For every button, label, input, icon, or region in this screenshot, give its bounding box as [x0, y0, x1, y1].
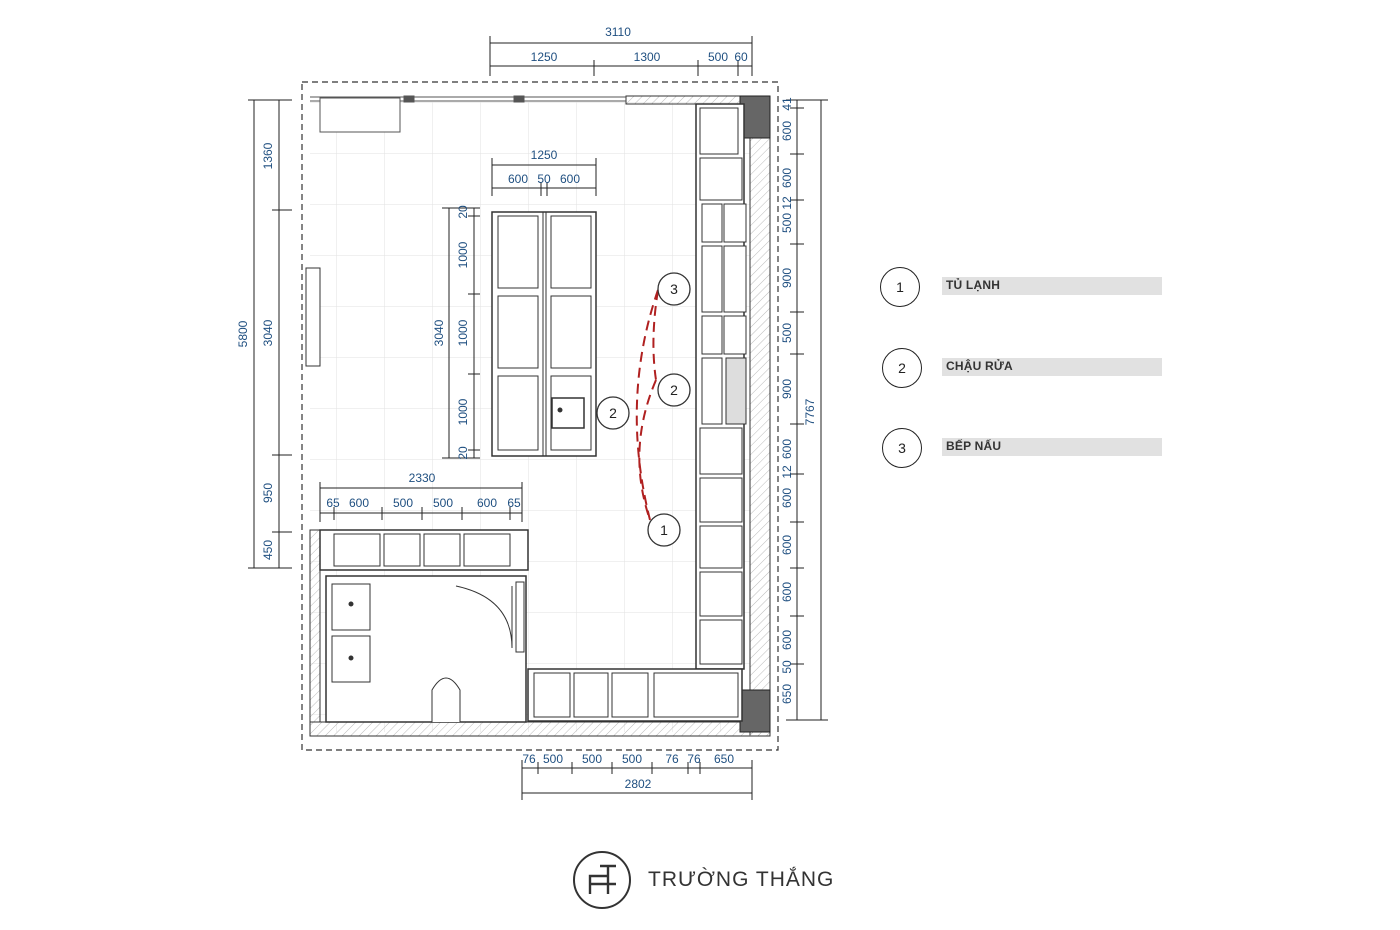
dim-island-total: 1250 [531, 148, 558, 162]
dim-bottom-seg: 500 [543, 752, 563, 766]
dim-counter-seg: 500 [393, 496, 413, 510]
dim-right-seg: 41 [780, 97, 794, 111]
dim-right-seg: 600 [780, 535, 794, 555]
legend-bar [942, 358, 1162, 376]
dim-right-seg: 600 [780, 121, 794, 141]
plan-marker-number: 1 [660, 522, 668, 538]
dim-right-seg: 900 [780, 379, 794, 399]
legend-item: 3 BẾP NẤU [882, 428, 1182, 468]
dim-right-seg: 500 [780, 323, 794, 343]
dim-bottom-seg: 76 [522, 752, 536, 766]
dim-bottom-seg: 76 [687, 752, 701, 766]
dim-right-seg: 650 [780, 684, 794, 704]
dim-top-seg: 1300 [634, 50, 661, 64]
plan-marker: 3 [657, 272, 691, 306]
right-counter-cabinets [695, 103, 747, 670]
dim-left-seg: 3040 [261, 319, 275, 346]
dim-left-seg: 450 [261, 540, 275, 560]
dim-counter-seg: 65 [326, 496, 340, 510]
dim-right-total: 7767 [803, 398, 817, 425]
legend-label: TỦ LẠNH [946, 278, 1001, 292]
legend-number: 2 [882, 348, 922, 388]
dim-island-height-seg: 1000 [456, 241, 470, 268]
dim-right-seg: 50 [780, 660, 794, 674]
top-window [310, 95, 626, 133]
walls [309, 95, 771, 737]
dim-bottom-total: 2802 [625, 777, 652, 791]
dimension-lines [248, 36, 828, 800]
dim-island-height-seg: 20 [456, 446, 470, 460]
brand-name: TRƯỜNG THẮNG [648, 868, 835, 891]
work-triangle [635, 289, 659, 521]
legend-bar [942, 277, 1162, 295]
left-counter-cabinets [319, 529, 529, 571]
left-wall-fixture [305, 267, 321, 367]
dim-right-seg: 600 [780, 488, 794, 508]
dim-counter-seg: 65 [507, 496, 521, 510]
bathroom [325, 575, 527, 723]
brand: TRƯỜNG THẮNG [572, 850, 852, 912]
dim-island-height-seg: 1000 [456, 398, 470, 425]
dim-top-total: 3110 [605, 25, 631, 39]
dim-top-seg: 1250 [531, 50, 558, 64]
dim-bottom-seg: 500 [622, 752, 642, 766]
dim-island-seg: 600 [508, 172, 528, 186]
dim-bottom-seg: 76 [665, 752, 679, 766]
dim-counter-seg: 600 [477, 496, 497, 510]
dim-right-seg: 600 [780, 630, 794, 650]
dim-island-seg: 50 [537, 172, 551, 186]
kitchen-island [491, 211, 597, 457]
dim-right-seg: 500 [780, 213, 794, 233]
plan-marker-number: 2 [609, 405, 617, 421]
dim-counter-total: 2330 [409, 471, 436, 485]
dim-right-seg: 600 [780, 582, 794, 602]
plan-marker: 2 [596, 396, 630, 430]
legend-label: CHẬU RỬA [946, 359, 1013, 373]
dim-left-seg: 950 [261, 483, 275, 503]
plan-marker-number: 3 [670, 281, 678, 297]
dim-right-seg: 12 [780, 196, 794, 210]
brand-logo-icon [573, 851, 631, 909]
dim-top-seg: 500 [708, 50, 728, 64]
plan-marker: 1 [647, 513, 681, 547]
legend-label: BẾP NẤU [946, 439, 1002, 453]
column-bottom-right [739, 689, 771, 733]
dim-counter-seg: 500 [433, 496, 453, 510]
legend-number: 3 [882, 428, 922, 468]
dim-counter-seg: 600 [349, 496, 369, 510]
outer-boundary [301, 81, 779, 751]
bottom-counter-cabinets [527, 668, 743, 722]
dim-bottom-seg: 500 [582, 752, 602, 766]
dim-island-height-total: 3040 [432, 319, 446, 346]
dim-left-total: 5800 [236, 320, 250, 347]
legend-bar [942, 438, 1162, 456]
dim-top-seg: 60 [734, 50, 748, 64]
dim-right-seg: 600 [780, 168, 794, 188]
legend-item: 1 TỦ LẠNH [880, 267, 1180, 307]
dim-island-seg: 600 [560, 172, 580, 186]
plan-marker: 2 [657, 373, 691, 407]
plan-marker-number: 2 [670, 382, 678, 398]
legend-number: 1 [880, 267, 920, 307]
dim-bottom-seg: 650 [714, 752, 734, 766]
dim-right-seg: 900 [780, 268, 794, 288]
dim-right-seg: 600 [780, 439, 794, 459]
dim-left-seg: 1360 [261, 142, 275, 169]
legend-item: 2 CHẬU RỬA [882, 348, 1182, 388]
dim-island-height-seg: 20 [456, 205, 470, 219]
dim-right-seg: 12 [780, 465, 794, 479]
dim-island-height-seg: 1000 [456, 319, 470, 346]
